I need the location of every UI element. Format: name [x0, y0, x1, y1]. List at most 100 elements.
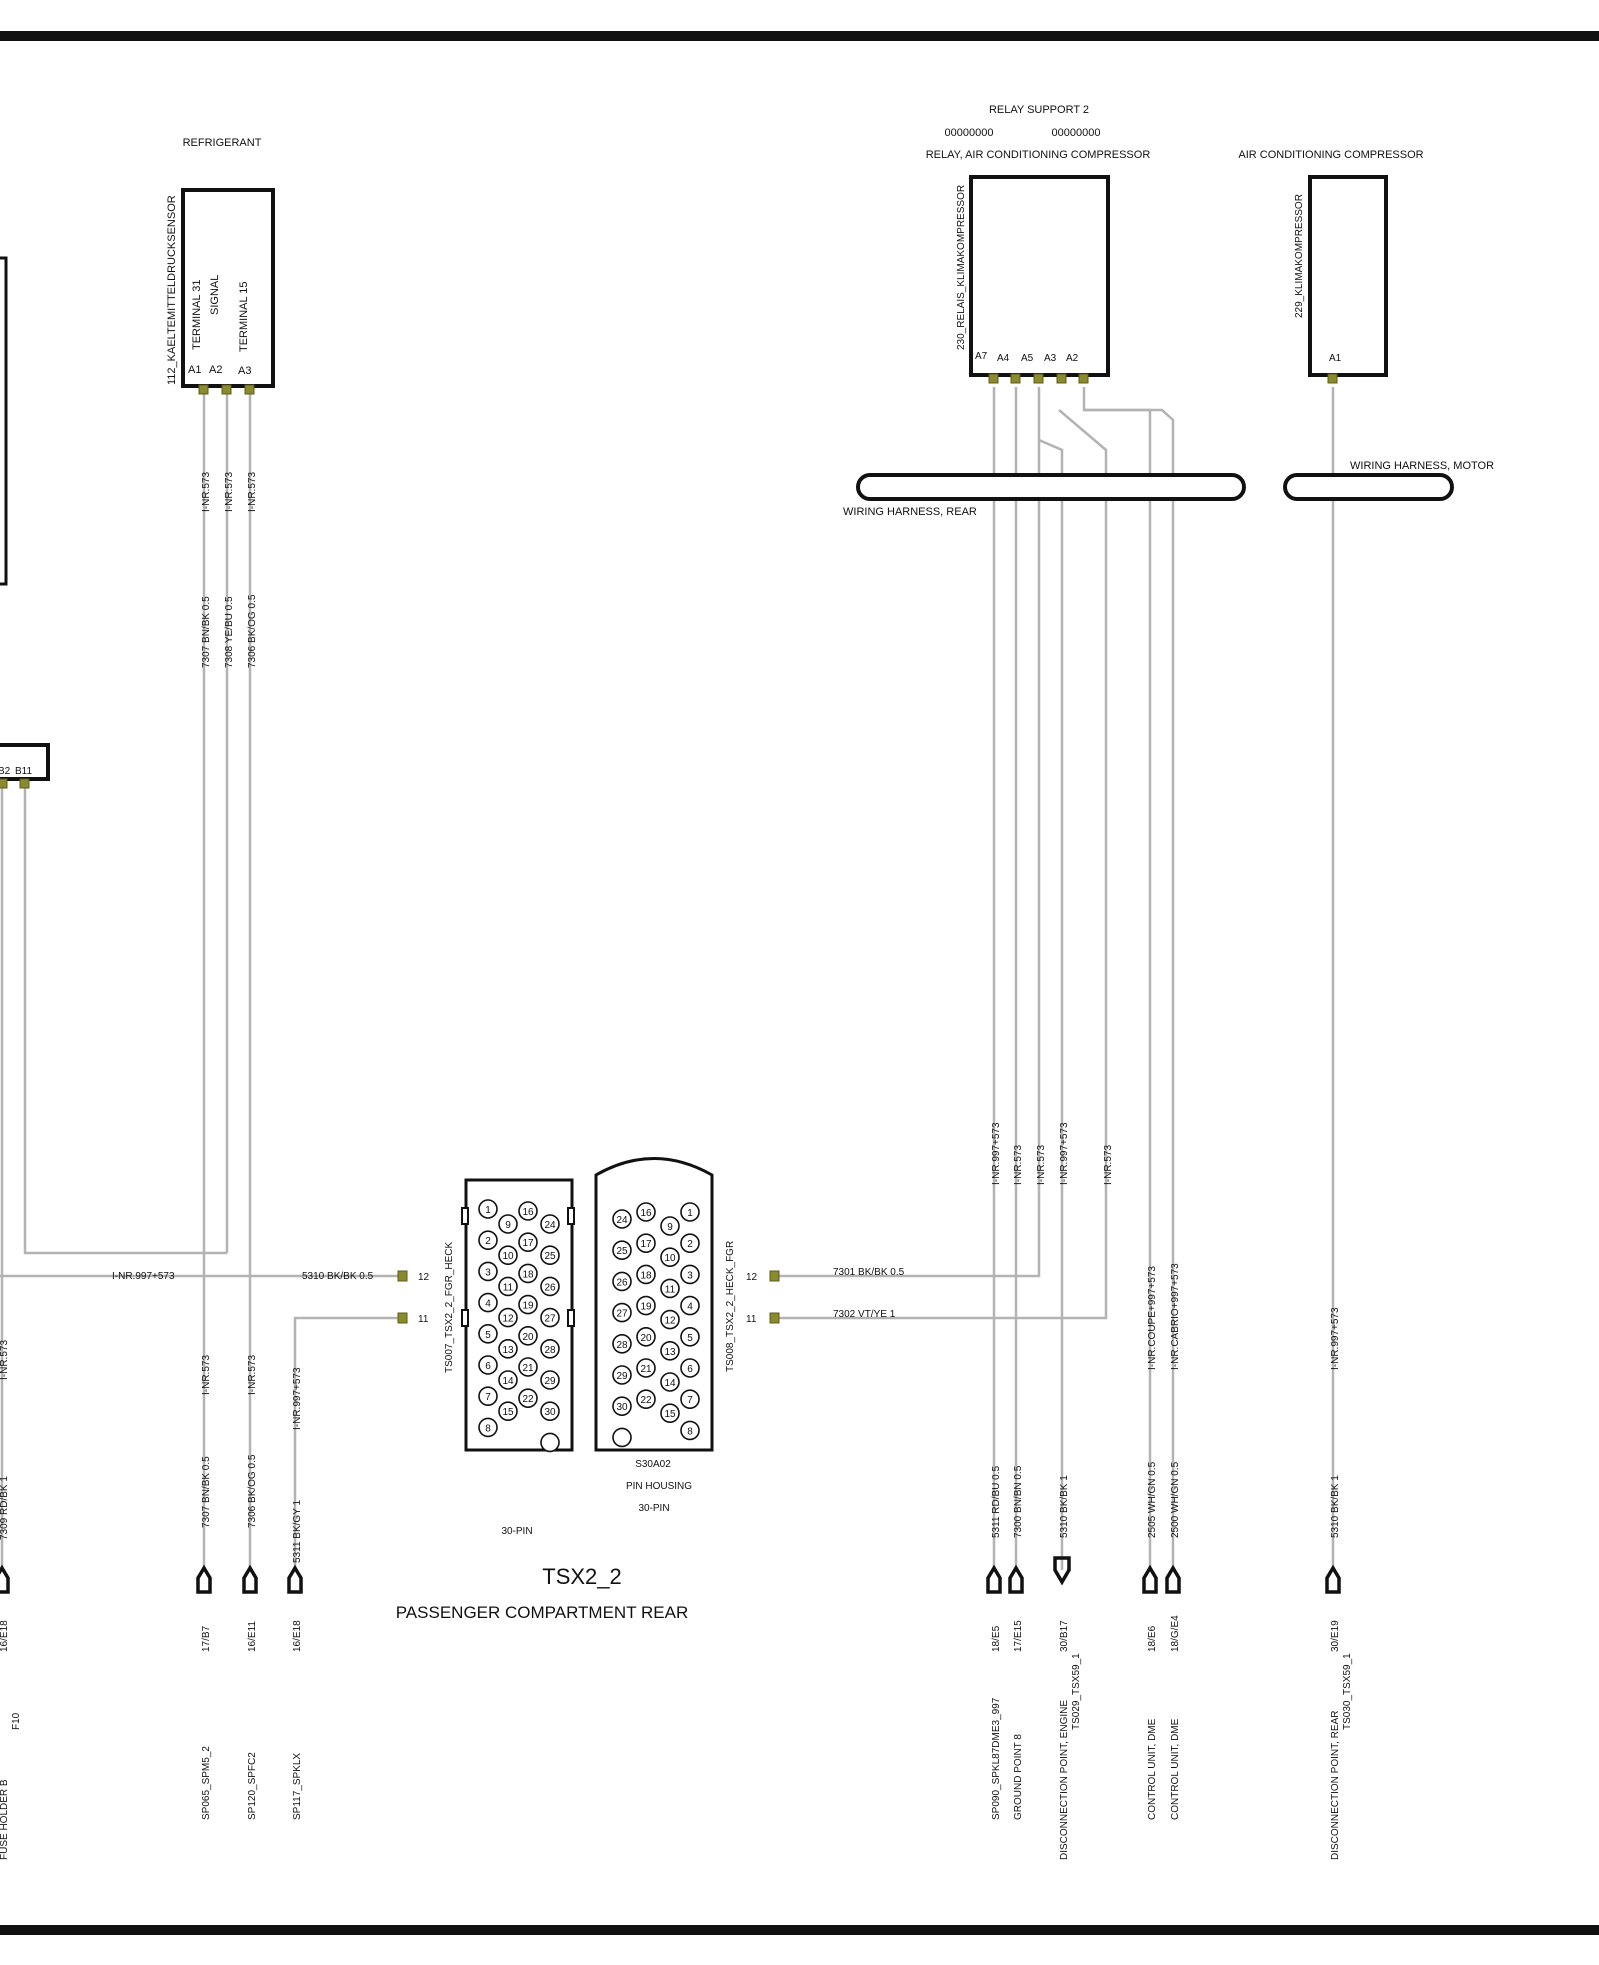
connector-hole-number: 6: [687, 1364, 693, 1375]
wire-label-5310: 5310 BK/BK 0.5: [302, 1271, 374, 1282]
connector-hole-number: 26: [616, 1277, 628, 1288]
terminal-symbol: [1008, 1564, 1024, 1594]
connector-hole-number: 16: [640, 1208, 652, 1219]
pin-label-b11: B11: [15, 766, 32, 777]
connector-hole-number: 10: [502, 1251, 514, 1262]
connector-hole: [478, 1324, 498, 1344]
connector-hole: [518, 1232, 538, 1252]
connector-hole: [660, 1309, 680, 1330]
connector-hole: [636, 1264, 656, 1285]
connector-hole: [498, 1401, 518, 1421]
pin-12-right: [769, 1270, 780, 1282]
svg-text:I-NR.573: I-NR.573: [247, 1355, 258, 1395]
connector-hole-number: 11: [665, 1284, 676, 1295]
connector-hole: [636, 1389, 656, 1409]
connector-hole: [636, 1295, 656, 1316]
connector-hole-number: 18: [640, 1270, 652, 1281]
terminal-ref: 16/E18: [0, 1620, 10, 1652]
connector-hole: [498, 1370, 518, 1390]
connector-hole: [636, 1202, 656, 1222]
connector-hole: [518, 1201, 538, 1221]
terminal-name: DISCONNECTION POINT, REAR: [1330, 1711, 1341, 1860]
connector-hole-number: 7: [485, 1392, 491, 1403]
connector-hole: [478, 1292, 498, 1313]
connector-hole: [540, 1401, 560, 1421]
connector-hole: [540, 1214, 560, 1234]
connector-hole: [540, 1432, 560, 1453]
connector-hole-number: 1: [687, 1208, 693, 1219]
pin-housing-code: S30A02: [635, 1459, 671, 1470]
connector-hole: [518, 1294, 538, 1315]
connector-hole-number: 27: [616, 1309, 628, 1320]
harness-rear-label: WIRING HARNESS, REAR: [843, 506, 977, 518]
terminal-ref: 18/G/E4: [1170, 1615, 1181, 1652]
pin-11-left-label: 11: [418, 1314, 429, 1325]
connector-hole: [612, 1271, 632, 1292]
connector-hole: [540, 1370, 560, 1390]
refrigerant-label: REFRIGERANT: [183, 137, 262, 149]
svg-text:I-NR.573: I-NR.573: [247, 472, 258, 512]
terminal-name-2: TS029_TSX59_1: [1071, 1653, 1082, 1730]
connector-hole: [540, 1307, 560, 1328]
connector-pins: [0, 373, 1338, 789]
terminal-name: DISCONNECTION POINT, ENGINE: [1059, 1700, 1070, 1860]
left-partial-component: [0, 256, 8, 586]
connector-hole: [478, 1261, 498, 1282]
terminal-ref: 30/B17: [1059, 1620, 1070, 1652]
terminal-name-2: F10: [11, 1712, 22, 1730]
refrigerant-sensor-id: 112_KAELTEMITTELDRUCKSENSOR: [166, 195, 178, 385]
pin-12-right-label: 12: [746, 1272, 758, 1283]
connector-hole-number: 20: [640, 1333, 652, 1344]
terminal-symbol: [1053, 1556, 1071, 1586]
connector-hole: [478, 1386, 498, 1406]
connector-hole-number: 4: [687, 1302, 693, 1313]
connector-hole-number: 28: [544, 1345, 556, 1356]
connector-subtitle: PASSENGER COMPARTMENT REAR: [396, 1603, 689, 1622]
connector-hole: [612, 1302, 632, 1323]
pin-a4-label: A4: [997, 353, 1010, 364]
pin-a7-label: A7: [975, 351, 988, 362]
connector-hole: [478, 1417, 498, 1438]
pin-housing-label: PIN HOUSING: [626, 1481, 692, 1492]
pin-housing-count: 30-PIN: [638, 1503, 669, 1514]
relay-ac-id: 230_RELAIS_KLIMAKOMPRESSOR: [956, 185, 967, 350]
wires: [0, 387, 1335, 1570]
connector-hole: [518, 1357, 538, 1377]
relay-ac-label: RELAY, AIR CONDITIONING COMPRESSOR: [926, 149, 1151, 161]
svg-text:7309 RD/BK 1: 7309 RD/BK 1: [0, 1476, 10, 1540]
connector-hole: [540, 1339, 560, 1359]
connector-left-id: TS007_TSX2_2_FGR_HECK: [444, 1241, 455, 1373]
terminal-name: CONTROL UNIT, DME: [1170, 1718, 1181, 1820]
terminal-name: FUSE HOLDER B: [0, 1779, 10, 1860]
connector-hole-number: 14: [664, 1378, 676, 1389]
connector-hole-number: 20: [522, 1332, 534, 1343]
pin-a2-label: A2: [209, 364, 222, 376]
connector-hole-number: 25: [544, 1251, 556, 1262]
signal-label: SIGNAL: [209, 275, 221, 315]
connector-hole: [680, 1327, 700, 1347]
terminal-ref: 17/B7: [201, 1625, 212, 1652]
connector-hole-number: 15: [502, 1407, 514, 1418]
svg-text:I-NR.997+573: I-NR.997+573: [991, 1122, 1002, 1185]
svg-text:I-NR.573: I-NR.573: [224, 472, 235, 512]
harness-motor-label: WIRING HARNESS, MOTOR: [1350, 460, 1494, 472]
svg-text:5310 BK/BK 1: 5310 BK/BK 1: [1330, 1475, 1341, 1538]
connector-hole: [660, 1403, 680, 1423]
svg-text:I-NR.573: I-NR.573: [201, 472, 212, 512]
terminal-ref: 17/E15: [1013, 1620, 1024, 1652]
svg-text:I-NR.997+573: I-NR.997+573: [1330, 1307, 1341, 1370]
connector-hole-number: 3: [687, 1270, 693, 1281]
connector-hole: [518, 1263, 538, 1284]
svg-text:I-NR.573: I-NR.573: [1036, 1145, 1047, 1185]
connector-hole-number: 12: [664, 1316, 676, 1327]
connector-hole-number: 25: [616, 1246, 628, 1257]
connector-housing-left: 1249162251017326111842712195281320629142…: [461, 1178, 575, 1453]
connector-left-count: 30-PIN: [501, 1526, 532, 1537]
pin-a1-label: A1: [188, 364, 201, 376]
connector-hole: [612, 1240, 632, 1260]
connector-hole-number: 13: [664, 1347, 676, 1358]
